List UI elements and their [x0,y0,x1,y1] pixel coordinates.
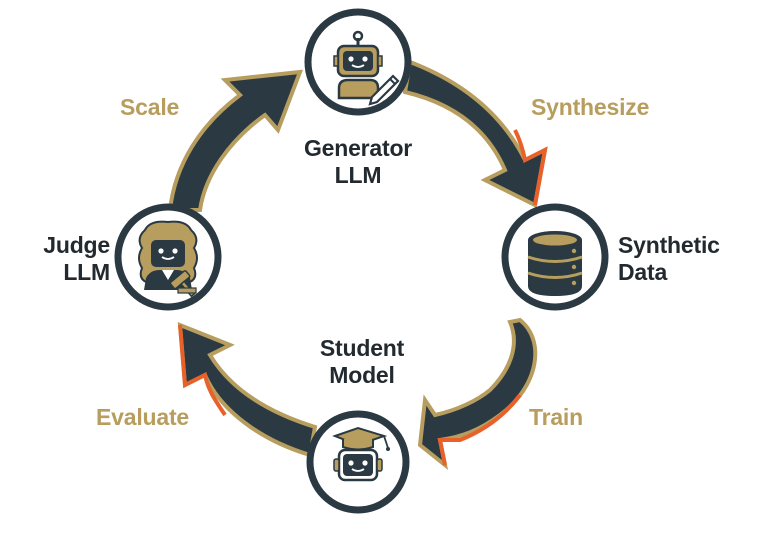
node-label-student: Student Model [292,335,432,389]
node-label-line1: Generator [303,135,413,161]
node-label-judge: Judge LLM [10,232,110,286]
node-label-line1: Synthetic [618,232,720,258]
arrow-train [417,317,538,470]
edge-label-train: Train [529,404,583,430]
node-label-line2: Data [618,259,668,285]
node-label-line2: Model [329,362,395,388]
edge-label-synthesize: Synthesize [531,94,650,120]
robot-judge-icon [138,220,198,298]
arrow-evaluate [177,321,318,458]
arrow-synthesize [402,59,548,208]
node-label-line1: Student [319,335,405,361]
node-label-generator: Generator LLM [288,135,428,189]
database-icon [527,231,583,296]
node-judge [114,203,222,311]
edge-label-evaluate: Evaluate [96,404,190,430]
node-generator [304,8,412,116]
node-synthetic-data [501,203,609,311]
edge-label-scale: Scale [120,94,180,120]
robot-writing-icon [333,30,400,106]
node-label-line2: LLM [63,259,110,285]
arrow-scale [167,69,304,212]
node-label-synthetic-data: Synthetic Data [618,232,720,286]
node-student [306,410,410,514]
node-label-line2: LLM [334,162,382,188]
node-label-line1: Judge [43,232,110,258]
robot-graduate-icon [332,426,390,482]
